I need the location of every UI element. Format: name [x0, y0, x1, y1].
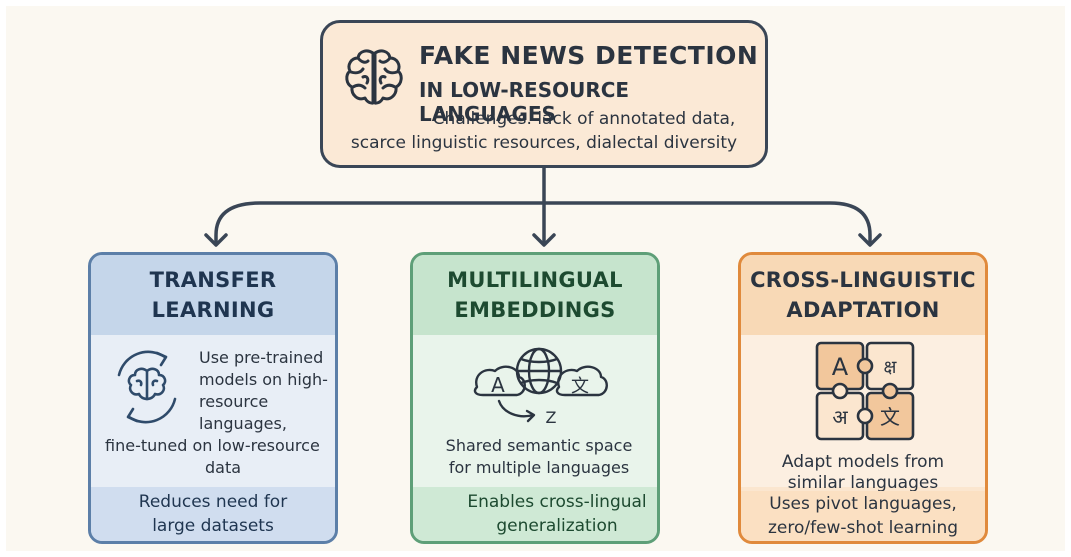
- multilingual-embeddings-panel: MULTILINGUAL EMBEDDINGS A 文 Z Shared sem…: [410, 252, 660, 544]
- wen-glyph: 文: [571, 376, 589, 397]
- brain-icon: [345, 49, 403, 105]
- multilingual-embeddings-footer: Enables cross-lingual generalization: [413, 487, 657, 541]
- cross-foot-line2: zero/few-shot learning: [767, 518, 959, 538]
- transfer-learning-panel: TRANSFER LEARNING Use pre-trained models…: [88, 252, 338, 544]
- puzzle-glyph-ksha: क्ष: [884, 357, 898, 378]
- cross-title-line2: ADAPTATION: [786, 298, 940, 322]
- puzzle-glyph-wen: 文: [880, 405, 900, 429]
- left-connector-line: [214, 201, 546, 245]
- transfer-desc-line6: data: [205, 458, 242, 477]
- transfer-foot-line2: large datasets: [152, 516, 274, 536]
- diagram-title: FAKE NEWS DETECTION: [419, 41, 759, 70]
- multilingual-foot-line1: Enables cross-lingual: [467, 492, 647, 512]
- transfer-desc-line5: fine-tuned on low-resource: [105, 436, 320, 455]
- left-arrowhead: [204, 233, 228, 247]
- transfer-desc-line1: Use pre-trained: [199, 348, 324, 367]
- puzzle-glyph-a: A: [832, 353, 849, 381]
- transfer-desc-line2: models on high-: [199, 370, 328, 389]
- cross-desc-line1: Adapt models from: [781, 452, 945, 472]
- transfer-learning-title-line1: TRANSFER: [149, 268, 277, 292]
- puzzle-glyph-aa: अ: [832, 405, 848, 429]
- transfer-desc-line3: resource: [199, 392, 269, 411]
- right-connector-line: [542, 201, 872, 245]
- multilingual-foot-line2: generalization: [496, 516, 618, 536]
- cross-title-line1: CROSS-LINGUISTIC: [750, 268, 976, 292]
- multilingual-embeddings-header: MULTILINGUAL EMBEDDINGS: [413, 255, 657, 335]
- cross-desc-line2: similar languages: [787, 473, 939, 493]
- multilingual-desc-line2: for multiple languages: [448, 458, 630, 477]
- center-arrowhead: [532, 233, 556, 247]
- header-box: FAKE NEWS DETECTION IN LOW-RESOURCE LANG…: [320, 20, 768, 168]
- puzzle-icon: A क्ष अ 文: [815, 341, 915, 441]
- letter-z-glyph: Z: [546, 408, 557, 427]
- cross-linguistic-body: A क्ष अ 文 Adapt models from similar lang…: [741, 335, 985, 493]
- cross-linguistic-header: CROSS-LINGUISTIC ADAPTATION: [741, 255, 985, 335]
- transfer-learning-body: Use pre-trained models on high- resource…: [91, 335, 335, 487]
- transfer-desc-line4: languages,: [199, 414, 287, 433]
- transfer-learning-footer: Reduces need for large datasets: [91, 487, 335, 541]
- cross-linguistic-footer: Uses pivot languages, zero/few-shot lear…: [741, 491, 985, 541]
- multilingual-embeddings-body: A 文 Z Shared semantic space for multiple…: [413, 335, 657, 487]
- multilingual-title-line1: MULTILINGUAL: [447, 268, 623, 292]
- transfer-learning-header: TRANSFER LEARNING: [91, 255, 335, 335]
- cross-foot-line1: Uses pivot languages,: [769, 494, 957, 514]
- letter-a-glyph: A: [491, 373, 505, 397]
- transfer-learning-title-line2: LEARNING: [151, 298, 275, 322]
- transfer-foot-line1: Reduces need for: [138, 492, 288, 512]
- cross-linguistic-panel: CROSS-LINGUISTIC ADAPTATION A क्ष अ 文 Ad…: [738, 252, 988, 544]
- multilingual-title-line2: EMBEDDINGS: [454, 298, 616, 322]
- brain-cycle-icon: [117, 350, 177, 424]
- globe-translate-icon: A 文 Z: [473, 347, 608, 427]
- right-arrowhead: [858, 233, 882, 247]
- diagram-subtitle: IN LOW-RESOURCE LANGUAGES: [419, 78, 630, 126]
- challenges-text-line1: Challenges. lack of annotated data,: [432, 109, 736, 129]
- multilingual-desc-line1: Shared semantic space: [445, 436, 633, 455]
- challenges-text-line2: scarce linguistic resources, dialectal d…: [350, 133, 738, 153]
